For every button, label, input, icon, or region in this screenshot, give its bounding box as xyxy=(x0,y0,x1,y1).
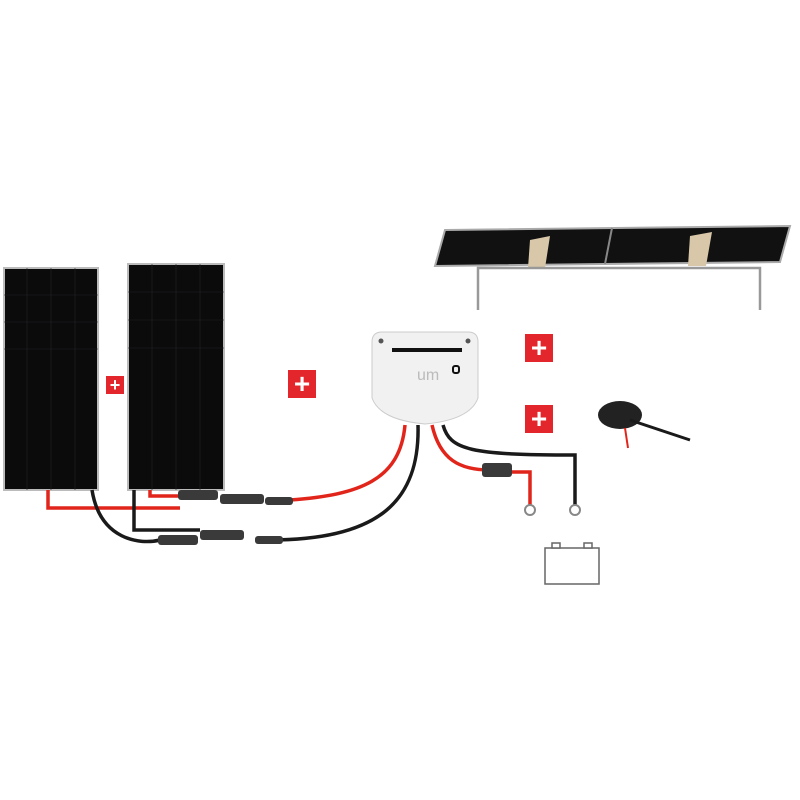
svg-text:+: + xyxy=(531,332,547,363)
fuse-holder xyxy=(482,463,512,477)
svg-text:+: + xyxy=(531,403,547,434)
svg-text:+: + xyxy=(110,375,121,395)
plus-badge: + xyxy=(525,403,553,434)
charge-controller: um xyxy=(371,331,479,425)
solar-panel-right xyxy=(127,263,225,491)
battery-icon xyxy=(544,542,600,585)
plus-badge: + xyxy=(525,332,553,363)
plus-badge: + xyxy=(106,375,124,395)
controller-logo: um xyxy=(417,367,439,384)
roof-mounted-panels xyxy=(433,224,792,310)
plus-badge: + xyxy=(288,368,316,399)
cable-gland xyxy=(598,401,691,449)
svg-text:+: + xyxy=(294,368,310,399)
mc4-connectors xyxy=(158,463,512,545)
cables xyxy=(46,424,577,544)
ring-terminals xyxy=(524,504,581,516)
solar-panel-left xyxy=(3,267,99,491)
